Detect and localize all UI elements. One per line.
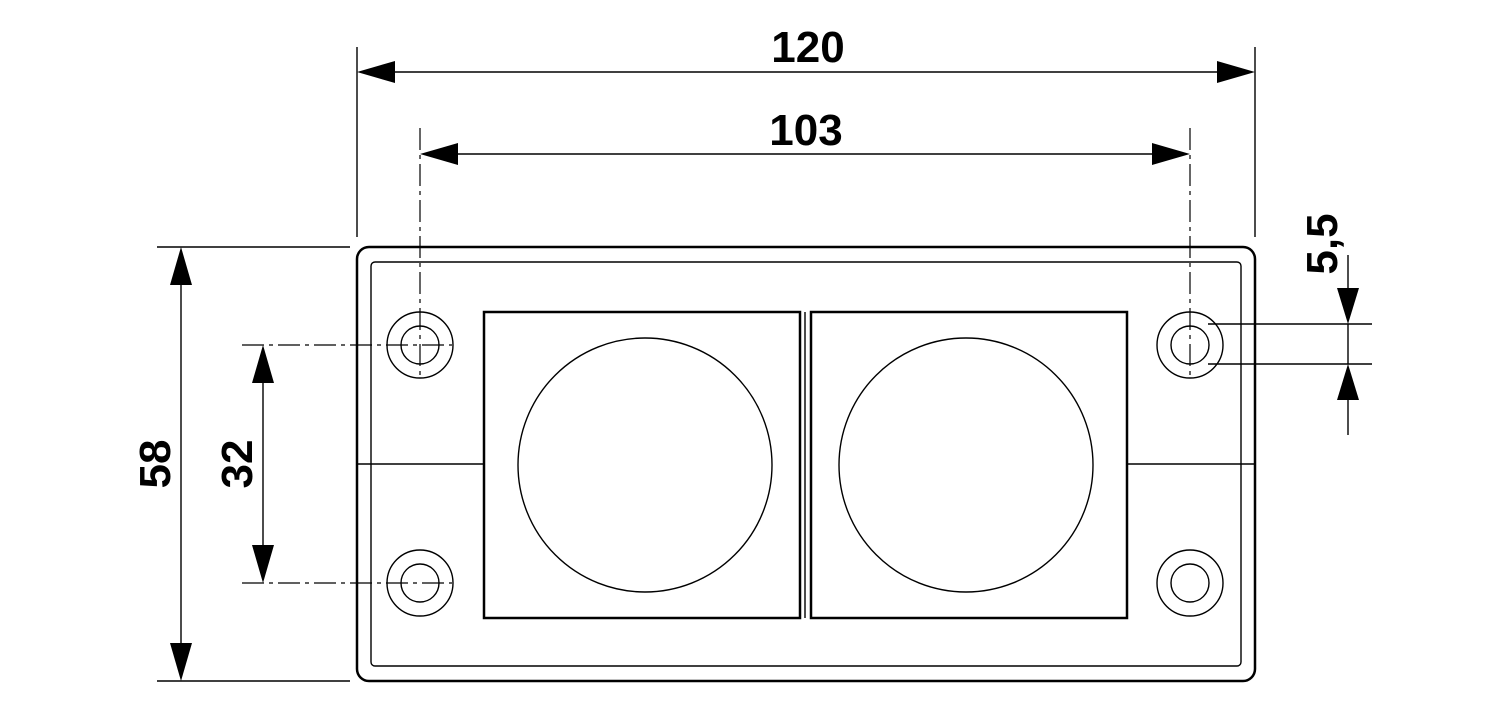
dimension-hole-diameter: 5,5 bbox=[1208, 213, 1372, 435]
insert-right-outline bbox=[809, 310, 1129, 620]
frame-inner-border bbox=[370, 261, 1242, 667]
dimension-32-label: 32 bbox=[213, 440, 262, 489]
insert-left bbox=[482, 310, 802, 620]
cable-entry-frame bbox=[355, 245, 1257, 683]
insert-right-opening bbox=[838, 337, 1094, 593]
dimension-103-label: 103 bbox=[769, 106, 842, 155]
mounting-hole-bottom-right bbox=[1156, 549, 1224, 617]
dimension-hole-spacing-horizontal: 103 bbox=[420, 106, 1190, 165]
center-lines bbox=[242, 128, 1191, 584]
insert-left-outline bbox=[482, 310, 802, 620]
insert-right bbox=[809, 310, 1129, 620]
dimension-overall-width: 120 bbox=[356, 23, 1256, 237]
insert-left-opening bbox=[517, 337, 773, 593]
dimension-58-label: 58 bbox=[131, 440, 180, 489]
dimension-hole-spacing-vertical: 32 bbox=[213, 345, 274, 583]
dimension-overall-height: 58 bbox=[131, 246, 350, 682]
dimension-5-5-label: 5,5 bbox=[1298, 213, 1347, 274]
dimension-120-label: 120 bbox=[771, 23, 844, 72]
